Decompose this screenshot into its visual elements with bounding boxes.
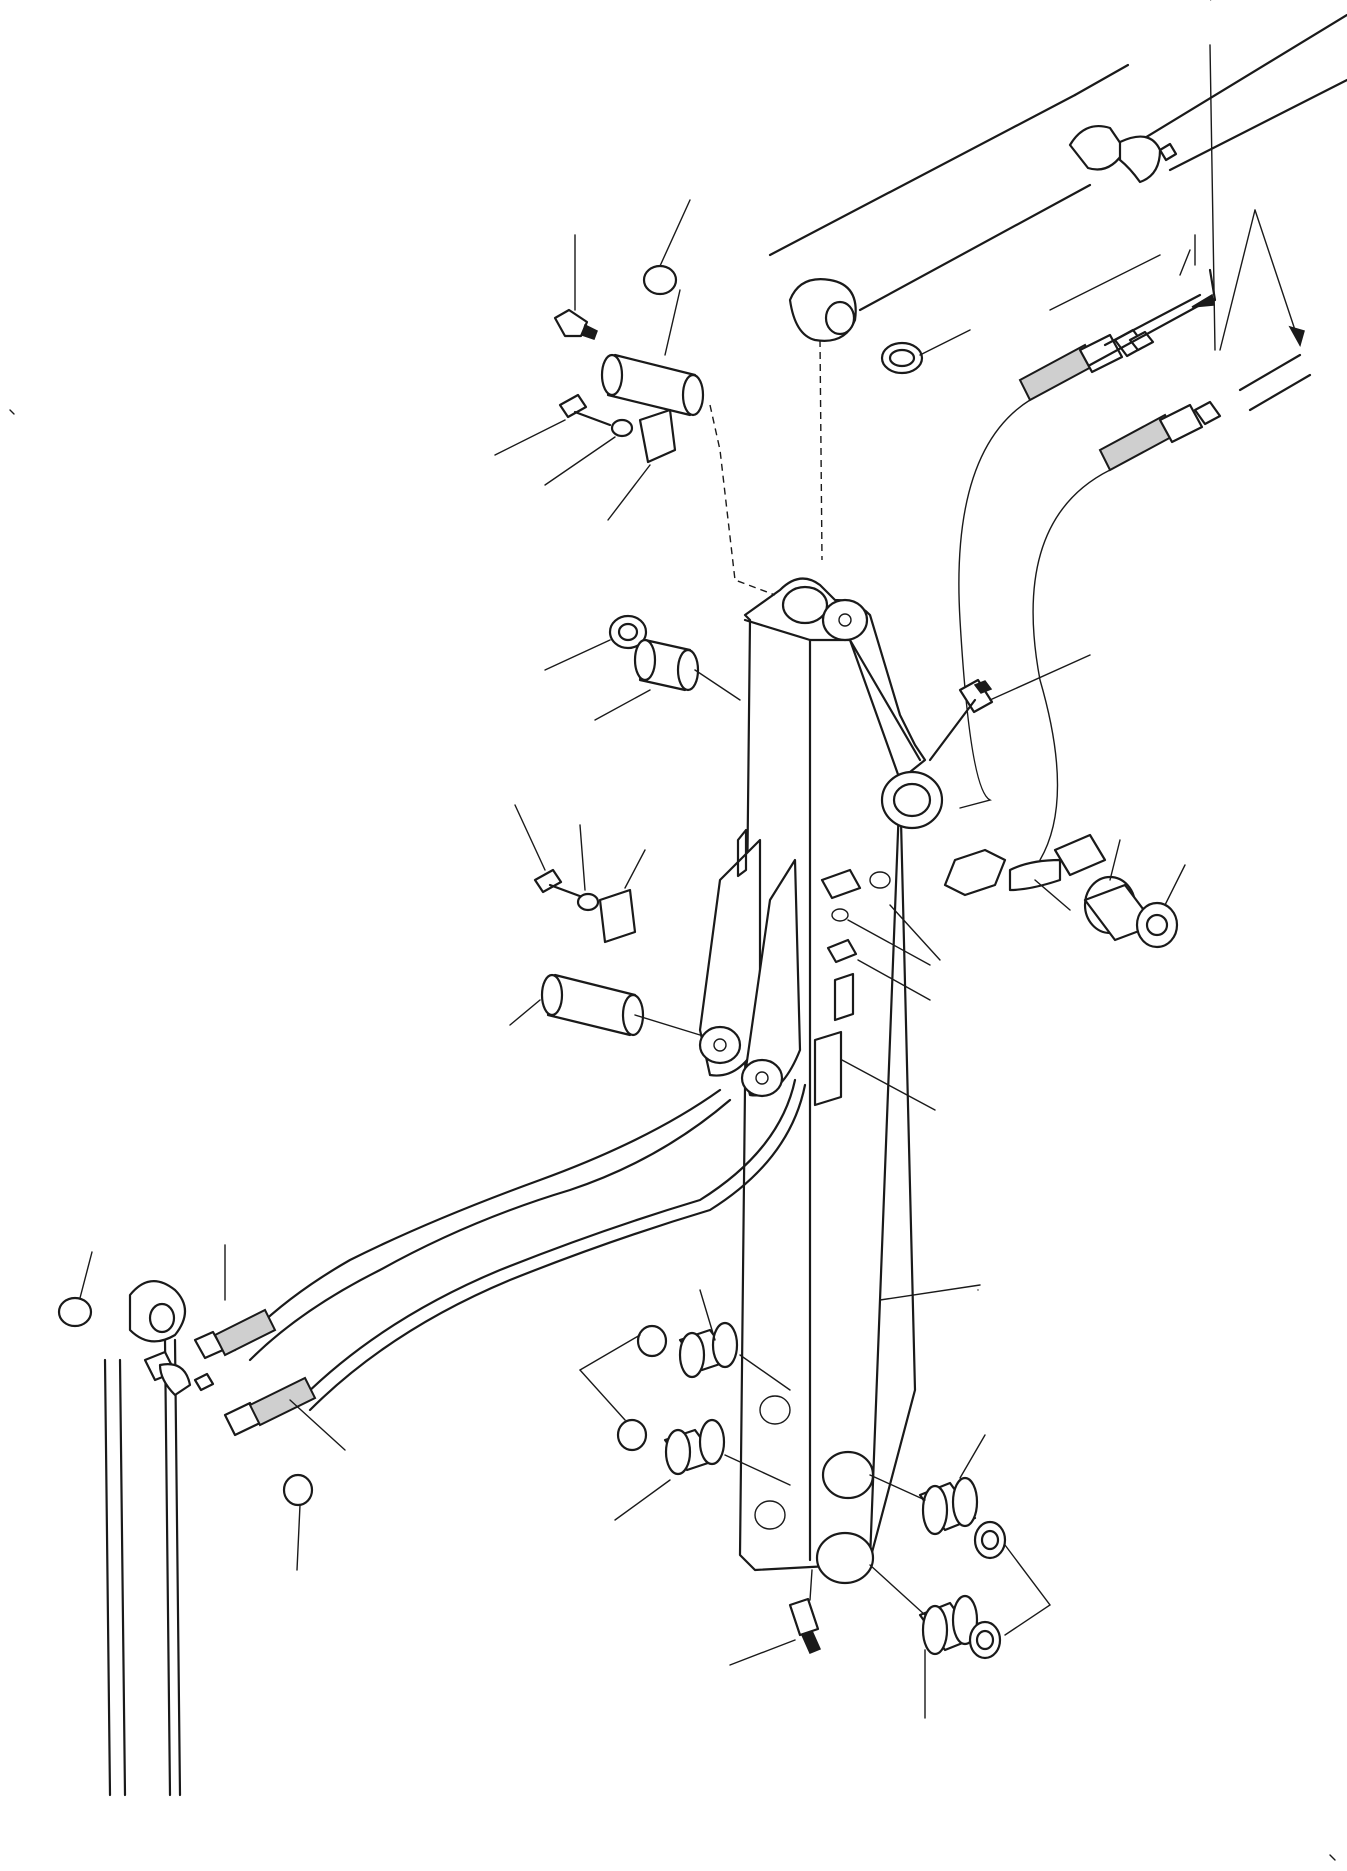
hoses-right	[958, 44, 1312, 861]
mid-fittings	[813, 654, 1107, 1111]
boom-cylinder	[768, 0, 1347, 312]
top-pin-group	[494, 199, 971, 596]
bushings-lower-right	[869, 1434, 1052, 1719]
leader-lines	[9, 409, 1336, 1861]
bucket-cylinder-end	[57, 1244, 346, 1797]
hoses-left	[233, 1078, 807, 1412]
bottom-grease-fitting	[729, 1569, 822, 1666]
bushings-right-mid	[1083, 839, 1186, 949]
left-pin-group	[509, 614, 741, 1037]
bushings-lower-left	[579, 1289, 791, 1521]
